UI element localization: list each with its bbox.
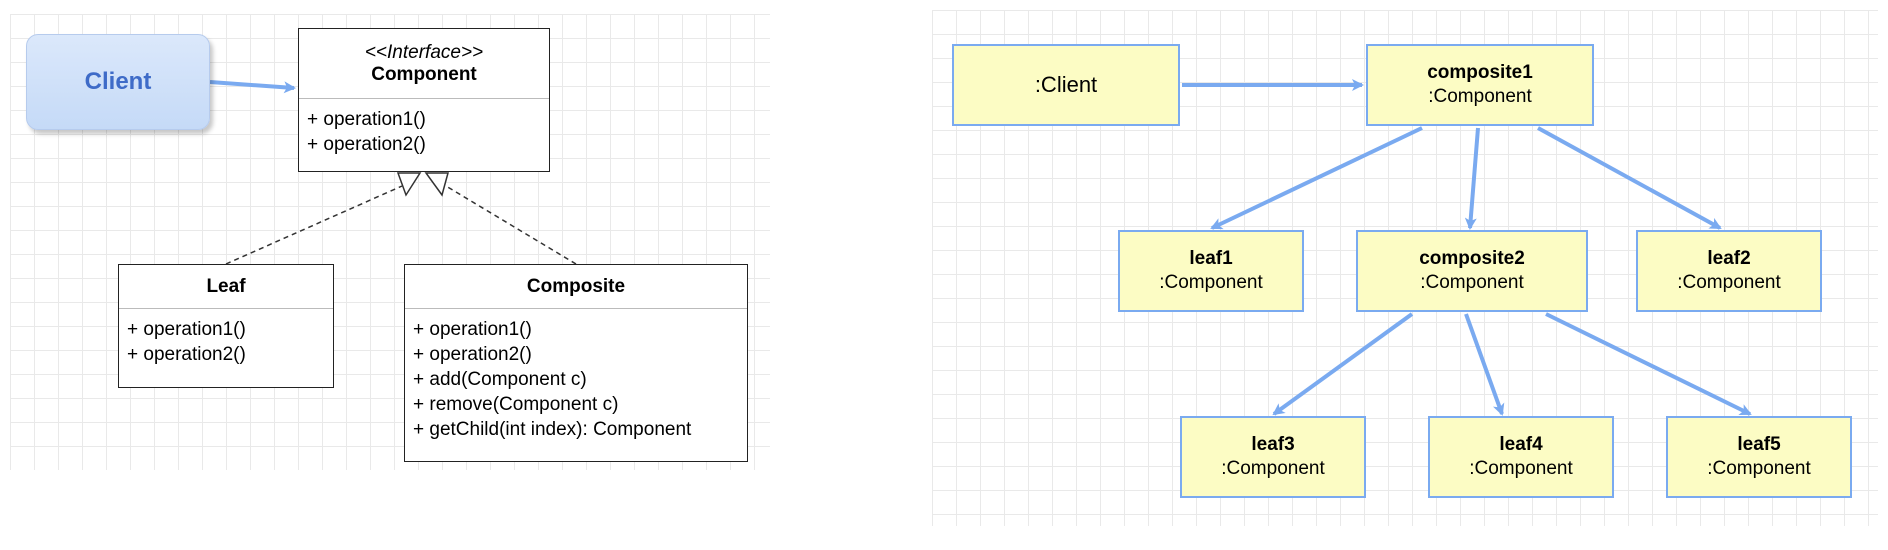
component-stereotype: <<Interface>>: [364, 41, 484, 63]
leaf3-name: leaf3: [1251, 434, 1295, 455]
composite-class-header: Composite: [405, 265, 747, 309]
leaf-operations: + operation1() + operation2(): [119, 309, 333, 367]
leaf1-type: :Component: [1159, 272, 1263, 293]
leaf4-object-box[interactable]: leaf4 :Component: [1428, 416, 1614, 498]
leaf-class-header: Leaf: [119, 265, 333, 309]
leaf3-type: :Component: [1221, 458, 1325, 479]
composite-realization-triangle: [424, 172, 449, 197]
leaf-class[interactable]: Leaf + operation1() + operation2(): [118, 264, 334, 388]
leaf2-name: leaf2: [1707, 248, 1751, 269]
leaf-realization-line: [225, 185, 403, 265]
client-object-box[interactable]: :Client: [952, 44, 1180, 126]
composite-operations: + operation1() + operation2() + add(Comp…: [405, 309, 747, 442]
leaf4-name: leaf4: [1499, 434, 1543, 455]
composite-class-name: Composite: [526, 275, 626, 297]
composite1-to-composite2-arrow: [1464, 127, 1480, 230]
component-operations: + operation1() + operation2(): [299, 99, 549, 157]
composite-operation: + add(Component c): [413, 369, 587, 390]
leaf1-object-box[interactable]: leaf1 :Component: [1118, 230, 1304, 312]
composite-operation: + operation1(): [413, 319, 532, 340]
composite-class[interactable]: Composite + operation1() + operation2() …: [404, 264, 748, 462]
composite2-to-leaf4-arrow: [1464, 313, 1505, 416]
composite-operation: + getChild(int index): Component: [413, 419, 692, 440]
component-class-name: Component: [371, 63, 477, 85]
composite1-to-leaf1-arrow: [1210, 126, 1423, 230]
leaf5-object-box[interactable]: leaf5 :Component: [1666, 416, 1852, 498]
component-operation: + operation2(): [307, 134, 426, 155]
leaf-realization-triangle: [396, 172, 422, 197]
composite-operation: + operation2(): [413, 344, 532, 365]
composite2-to-leaf5-arrow: [1545, 312, 1752, 416]
leaf-operation: + operation2(): [127, 344, 246, 365]
composite1-object-box[interactable]: composite1 :Component: [1366, 44, 1594, 126]
leaf3-object-box[interactable]: leaf3 :Component: [1180, 416, 1366, 498]
composite-operation: + remove(Component c): [413, 394, 619, 415]
composite2-type: :Component: [1420, 272, 1524, 293]
composite2-object-box[interactable]: composite2 :Component: [1356, 230, 1588, 312]
leaf5-name: leaf5: [1737, 434, 1781, 455]
leaf2-object-box[interactable]: leaf2 :Component: [1636, 230, 1822, 312]
composite2-to-leaf3-arrow: [1272, 312, 1414, 416]
component-class-header: <<Interface>> Component: [299, 29, 549, 99]
client-label: Client: [84, 68, 152, 95]
leaf2-type: :Component: [1677, 272, 1781, 293]
composite1-to-leaf2-arrow: [1537, 126, 1722, 230]
leaf-class-name: Leaf: [206, 275, 246, 297]
client-object-label: :Client: [1034, 72, 1098, 97]
component-operation: + operation1(): [307, 109, 426, 130]
component-interface-class[interactable]: <<Interface>> Component + operation1() +…: [298, 28, 550, 172]
leaf4-type: :Component: [1469, 458, 1573, 479]
leaf-operation: + operation1(): [127, 319, 246, 340]
composite-realization-line: [445, 185, 577, 265]
composite1-type: :Component: [1428, 86, 1532, 107]
composite2-name: composite2: [1419, 248, 1525, 269]
client-actor-box[interactable]: Client: [26, 34, 210, 130]
leaf1-name: leaf1: [1189, 248, 1233, 269]
leaf5-type: :Component: [1707, 458, 1811, 479]
composite1-name: composite1: [1427, 62, 1533, 83]
client-to-component-arrow: [209, 80, 296, 94]
